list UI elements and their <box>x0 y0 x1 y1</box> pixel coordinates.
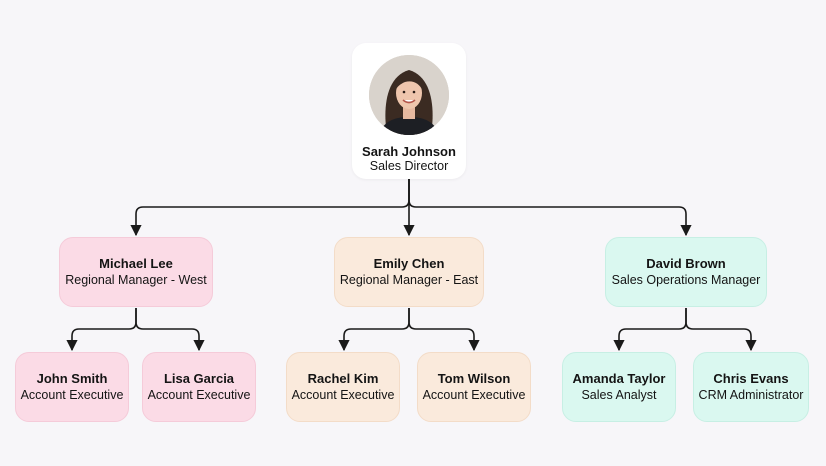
report-name: Tom Wilson <box>437 371 511 386</box>
report-name: Chris Evans <box>713 371 789 386</box>
person-portrait-icon <box>369 55 449 135</box>
report-title: Account Executive <box>422 388 526 402</box>
manager-name: Michael Lee <box>99 256 173 271</box>
root-name: Sarah Johnson <box>362 144 456 159</box>
connector-david-chris <box>685 308 757 352</box>
report-node-amanda[interactable]: Amanda Taylor Sales Analyst <box>562 352 676 422</box>
manager-name: David Brown <box>646 256 726 271</box>
report-title: CRM Administrator <box>698 388 804 402</box>
root-node[interactable]: Sarah Johnson Sales Director <box>352 43 466 179</box>
report-name: Amanda Taylor <box>572 371 666 386</box>
report-node-rachel[interactable]: Rachel Kim Account Executive <box>286 352 400 422</box>
report-node-tom[interactable]: Tom Wilson Account Executive <box>417 352 531 422</box>
manager-title: Regional Manager - West <box>65 273 207 287</box>
connector-emily-rachel <box>338 308 410 352</box>
root-title: Sales Director <box>369 159 449 173</box>
connector-emily-tom <box>408 308 480 352</box>
manager-name: Emily Chen <box>373 256 445 271</box>
connector-root-david <box>408 179 692 237</box>
manager-node-emily[interactable]: Emily Chen Regional Manager - East <box>334 237 484 307</box>
connector-michael-lisa <box>135 308 205 352</box>
manager-title: Regional Manager - East <box>339 273 479 287</box>
report-node-lisa[interactable]: Lisa Garcia Account Executive <box>142 352 256 422</box>
manager-node-michael[interactable]: Michael Lee Regional Manager - West <box>59 237 213 307</box>
manager-title: Sales Operations Manager <box>611 273 761 287</box>
report-title: Account Executive <box>20 388 124 402</box>
report-node-chris[interactable]: Chris Evans CRM Administrator <box>693 352 809 422</box>
manager-node-david[interactable]: David Brown Sales Operations Manager <box>605 237 767 307</box>
report-name: John Smith <box>36 371 108 386</box>
report-title: Sales Analyst <box>581 388 657 402</box>
connector-david-amanda <box>613 308 687 352</box>
report-node-john[interactable]: John Smith Account Executive <box>15 352 129 422</box>
report-title: Account Executive <box>291 388 395 402</box>
avatar <box>369 55 449 135</box>
report-name: Lisa Garcia <box>163 371 235 386</box>
connector-michael-john <box>66 308 137 352</box>
report-name: Rachel Kim <box>307 371 379 386</box>
connector-root-michael <box>130 179 410 237</box>
report-title: Account Executive <box>147 388 251 402</box>
